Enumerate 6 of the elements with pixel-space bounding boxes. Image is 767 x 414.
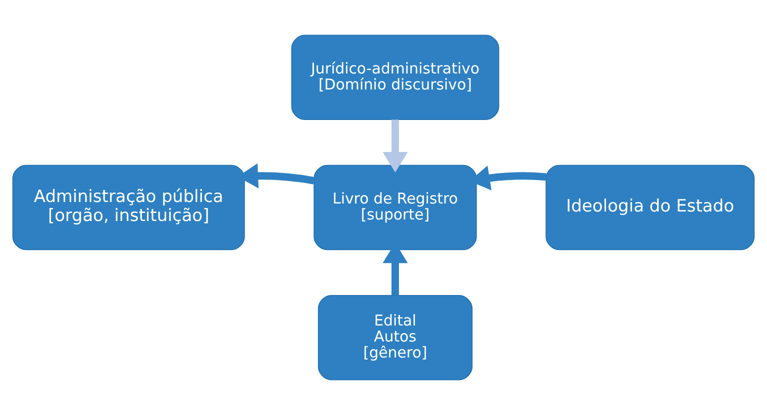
node-box: Edital Autos [gênero] xyxy=(318,294,473,380)
node-box: Administração pública [orgão, instituição] xyxy=(12,164,245,250)
arrow xyxy=(382,119,408,172)
node-box: Livro de Registro [suporte] xyxy=(314,164,477,250)
node-box: Jurídico-administrativo [Domínio discursivo] xyxy=(291,34,500,120)
node-box: Ideologia do Estado xyxy=(546,164,755,250)
